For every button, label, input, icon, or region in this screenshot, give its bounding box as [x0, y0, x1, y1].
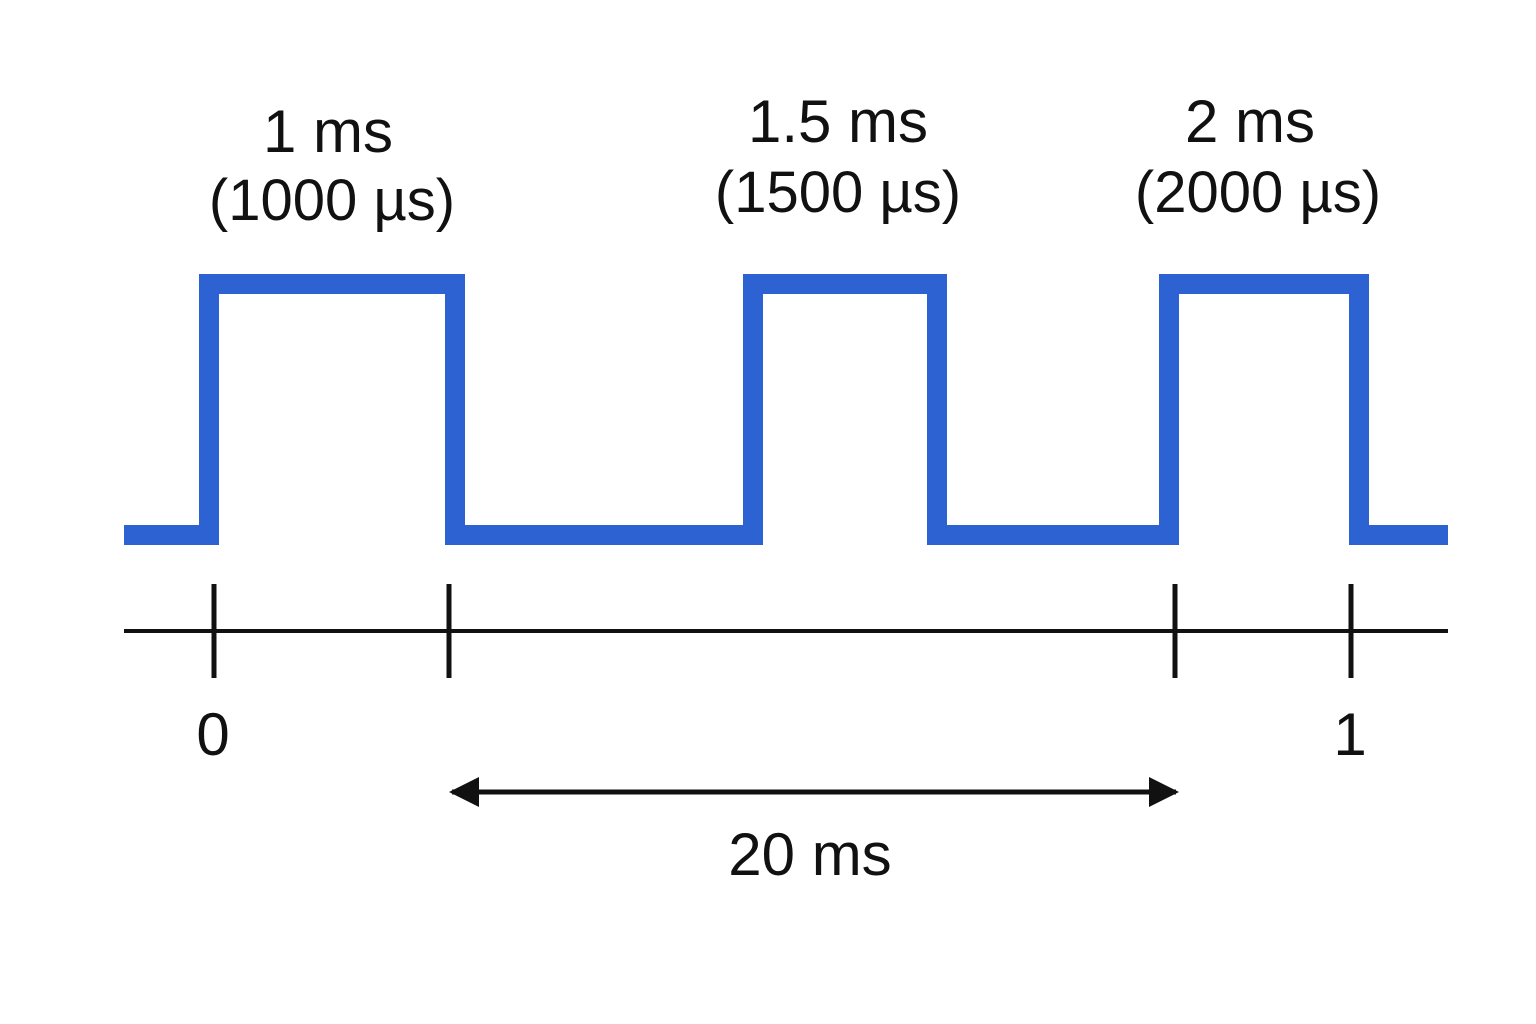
pwm-signal-waveform: [124, 274, 1448, 545]
period-indicator: 20 ms: [449, 777, 1179, 888]
pulse-3-width-us-label: (2000 µs): [1135, 160, 1381, 225]
pulse-1-width-label: 1 ms: [263, 98, 393, 165]
period-label: 20 ms: [728, 821, 891, 888]
pulse-3-width-label: 2 ms: [1185, 88, 1315, 155]
pulse-2-width-label: 1.5 ms: [748, 88, 928, 155]
pulse-1-width-us-label: (1000 µs): [209, 168, 455, 233]
pulse-2-width-us-label: (1500 µs): [715, 160, 961, 225]
tick-label-end: 1: [1333, 701, 1366, 768]
pulse-labels: 1 ms (1000 µs) 1.5 ms (1500 µs) 2 ms (20…: [209, 88, 1381, 233]
tick-label-start: 0: [196, 701, 229, 768]
time-axis: 0 1: [124, 584, 1448, 768]
